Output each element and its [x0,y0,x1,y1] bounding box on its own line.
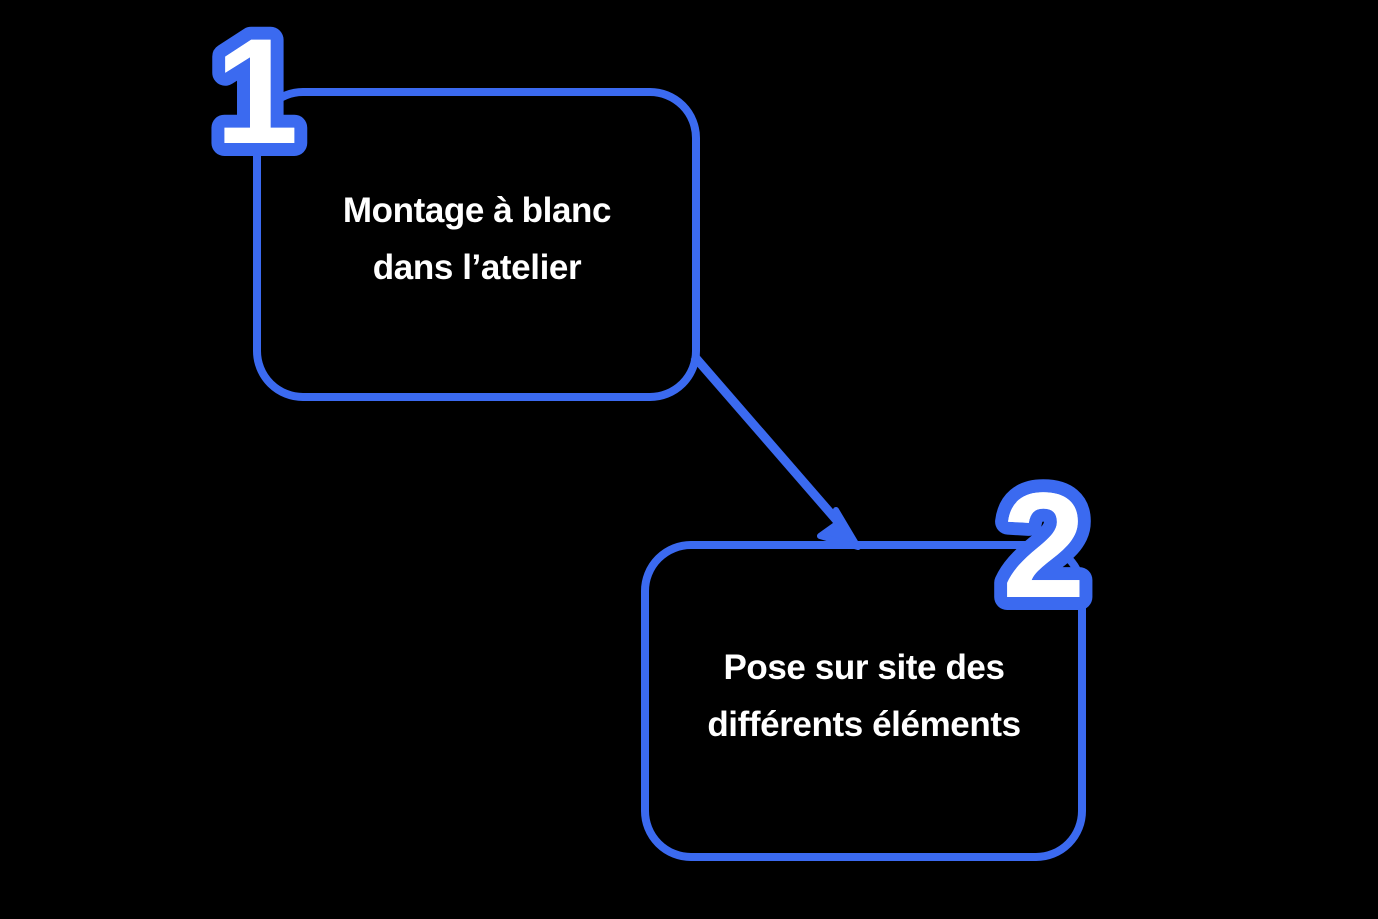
step-1-box[interactable] [253,88,700,401]
step-1-badge: 1 1 [202,0,312,188]
step-1-badge-number: 1 [215,7,295,175]
step-2-badge: 2 2 [989,448,1098,642]
arrowhead-icon [817,507,861,550]
arrow-shaft [690,353,850,534]
step-2-badge-number: 2 [1002,461,1081,629]
step-2-badge-number-fill: 2 [1002,461,1085,629]
arrow-step1-to-step2 [690,353,861,550]
step-2-box[interactable] [641,541,1086,861]
step-1-badge-number-fill: 1 [215,7,298,175]
